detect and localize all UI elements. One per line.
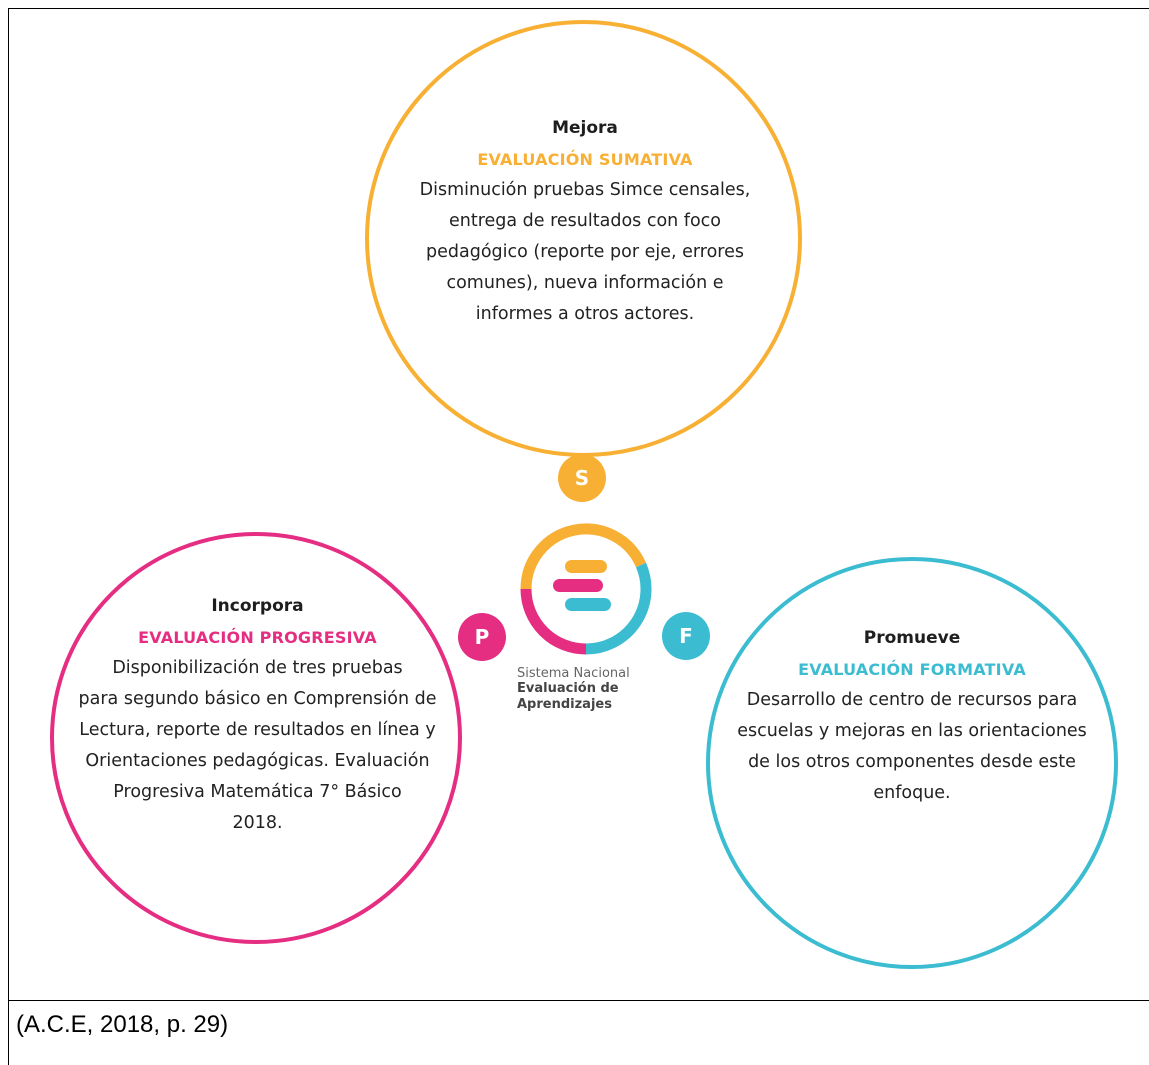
progresiva-line: 2018. (232, 813, 283, 833)
sumativa-circle (365, 20, 802, 457)
sumativa-line: comunes), nueva información e (446, 273, 724, 293)
sumativa-line: entrega de resultados con foco (448, 211, 722, 231)
frame-left-border (8, 8, 9, 1065)
formativa-body: Desarrollo de centro de recursos para es… (718, 685, 1106, 809)
formativa-line: enfoque. (873, 783, 951, 803)
progresiva-line: Lectura, reporte de resultados en línea … (79, 720, 436, 740)
sumativa-heading: Mejora (552, 118, 618, 138)
formativa-title: EVALUACIÓN FORMATIVA (798, 660, 1026, 679)
progresiva-line: Disponibilización de tres pruebas (112, 658, 403, 678)
formativa-line: Desarrollo de centro de recursos para (746, 690, 1078, 710)
sumativa-line: pedagógico (reporte por eje, errores (426, 242, 744, 262)
frame-top-border (8, 8, 1149, 9)
progresiva-line: para segundo básico en Comprensión de (78, 689, 437, 709)
progresiva-line: Progresiva Matemática 7° Básico (113, 782, 402, 802)
citation: (A.C.E, 2018, p. 29) (16, 1011, 229, 1038)
formativa-text: Promueve EVALUACIÓN FORMATIVA Desarrollo… (718, 628, 1106, 809)
progresiva-text: Incorpora EVALUACIÓN PROGRESIVA Disponib… (65, 596, 450, 839)
logo-ring-pink (520, 588, 587, 655)
logo-ring-cyan (585, 562, 652, 655)
logo-bar-yellow (565, 560, 607, 573)
sistema-nacional-logo-icon (520, 523, 652, 655)
progresiva-circle (50, 532, 462, 944)
logo-ring-yellow (520, 523, 647, 590)
logo-bar-pink (553, 579, 603, 592)
sumativa-title: EVALUACIÓN SUMATIVA (477, 150, 693, 169)
progresiva-body: Disponibilización de tres pruebas para s… (65, 653, 450, 839)
sumativa-line: informes a otros actores. (475, 304, 695, 324)
progresiva-line: Orientaciones pedagógicas. Evaluación (85, 751, 430, 771)
sumativa-line: Disminución pruebas Simce censales, (419, 180, 751, 200)
progresiva-title: EVALUACIÓN PROGRESIVA (138, 628, 377, 647)
sumativa-text: Mejora EVALUACIÓN SUMATIVA Disminución p… (395, 118, 775, 330)
progresiva-badge: P (458, 613, 506, 661)
logo-bar-cyan (565, 598, 611, 611)
formativa-badge: F (662, 612, 710, 660)
formativa-heading: Promueve (863, 628, 961, 648)
logo-caption: Sistema Nacional Evaluación de Aprendiza… (517, 666, 677, 713)
frame-divider (8, 1000, 1149, 1001)
progresiva-heading: Incorpora (211, 596, 304, 616)
formativa-line: escuelas y mejoras en las orientaciones (737, 721, 1087, 741)
logo-caption-line2: Evaluación de (517, 681, 619, 696)
formativa-circle (706, 557, 1118, 969)
sumativa-body: Disminución pruebas Simce censales, entr… (395, 175, 775, 330)
logo-caption-line3: Aprendizajes (517, 697, 612, 712)
sumativa-badge: S (558, 454, 606, 502)
formativa-line: de los otros componentes desde este (748, 752, 1076, 772)
logo-caption-line1: Sistema Nacional (517, 666, 630, 681)
